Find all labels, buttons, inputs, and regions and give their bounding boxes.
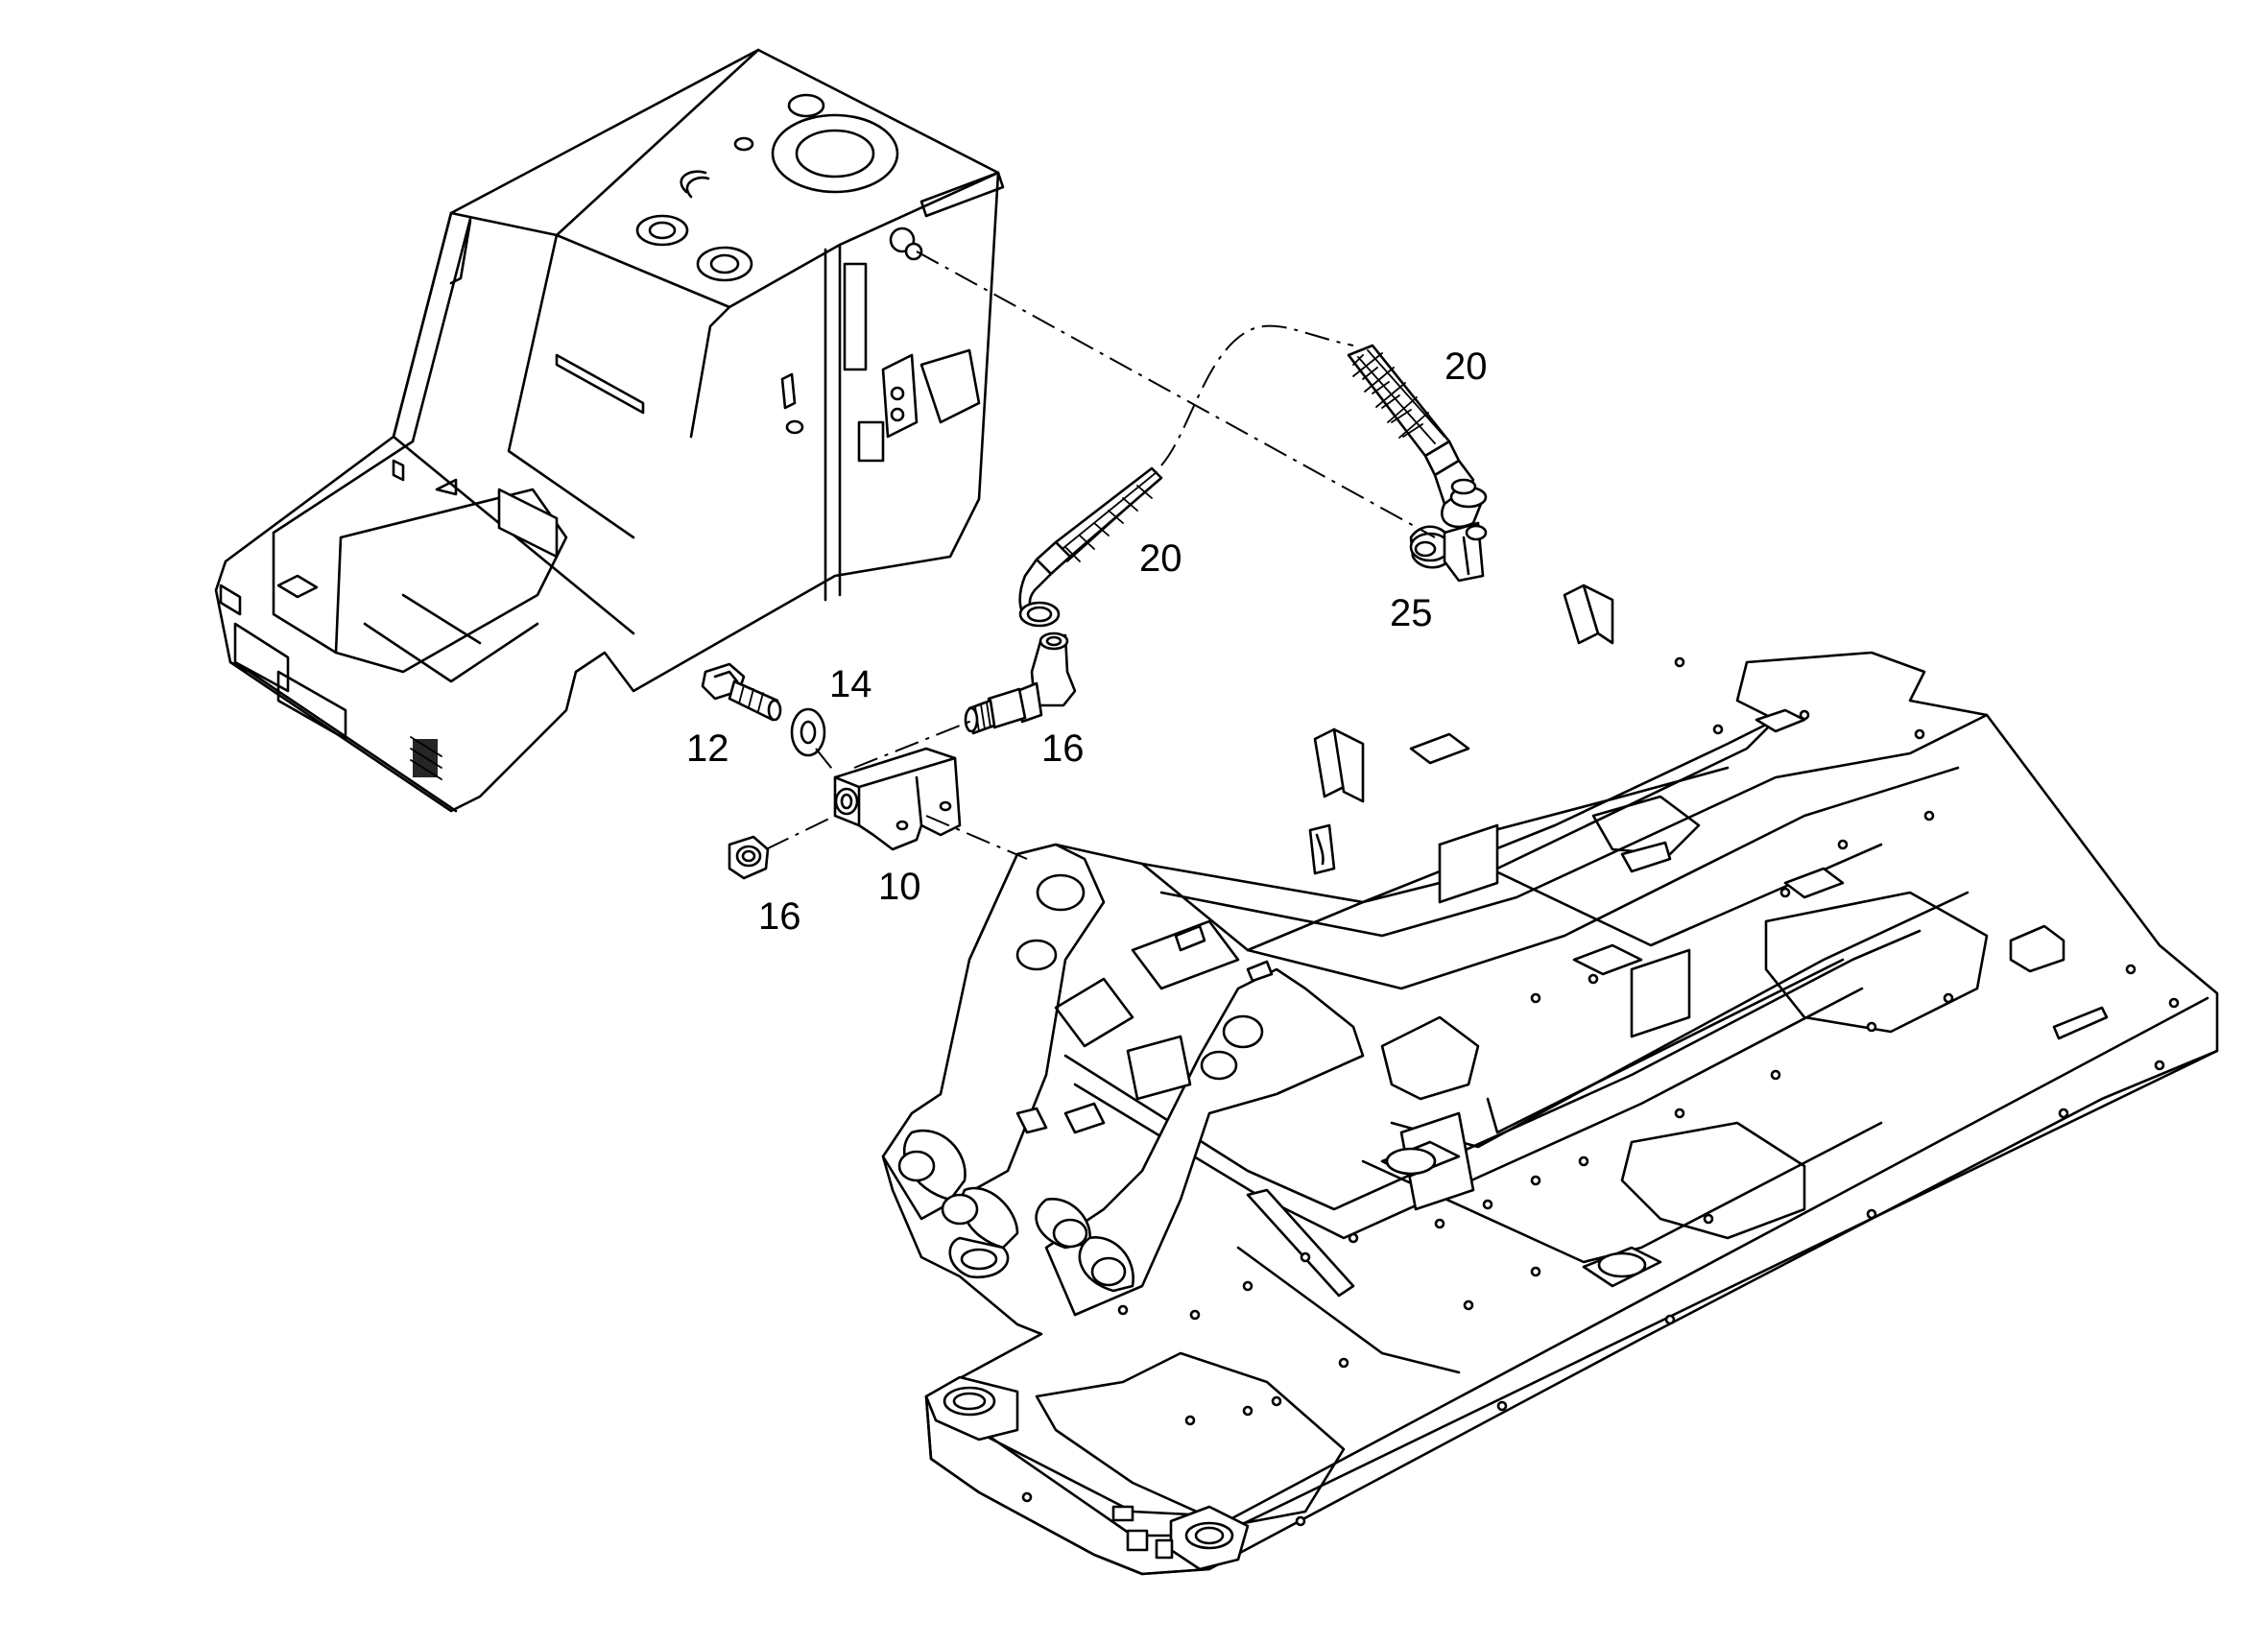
center-lines — [765, 250, 1436, 860]
callout-labels: 20 20 25 14 12 16 10 16 — [686, 345, 1488, 938]
hose-assembly — [1347, 344, 1488, 529]
callout-12: 12 — [686, 727, 729, 770]
nut — [728, 835, 770, 880]
callout-20-upper: 20 — [1444, 345, 1488, 388]
adapter-fitting — [964, 631, 1077, 735]
callout-20-lower: 20 — [1139, 537, 1182, 580]
washer — [790, 707, 826, 757]
callout-16-nut: 16 — [758, 895, 801, 938]
hydraulic-tank — [214, 48, 1005, 813]
bolt — [701, 662, 782, 722]
vent-grill-icon — [410, 736, 442, 780]
callout-14: 14 — [829, 663, 872, 705]
bracket — [833, 747, 962, 851]
hose-assembly — [1018, 466, 1163, 628]
callout-10: 10 — [878, 866, 921, 908]
callout-25: 25 — [1390, 592, 1433, 634]
elbow-fitting — [1409, 521, 1488, 583]
callout-16-fitting: 16 — [1041, 727, 1085, 770]
upper-frame — [881, 584, 2219, 1576]
